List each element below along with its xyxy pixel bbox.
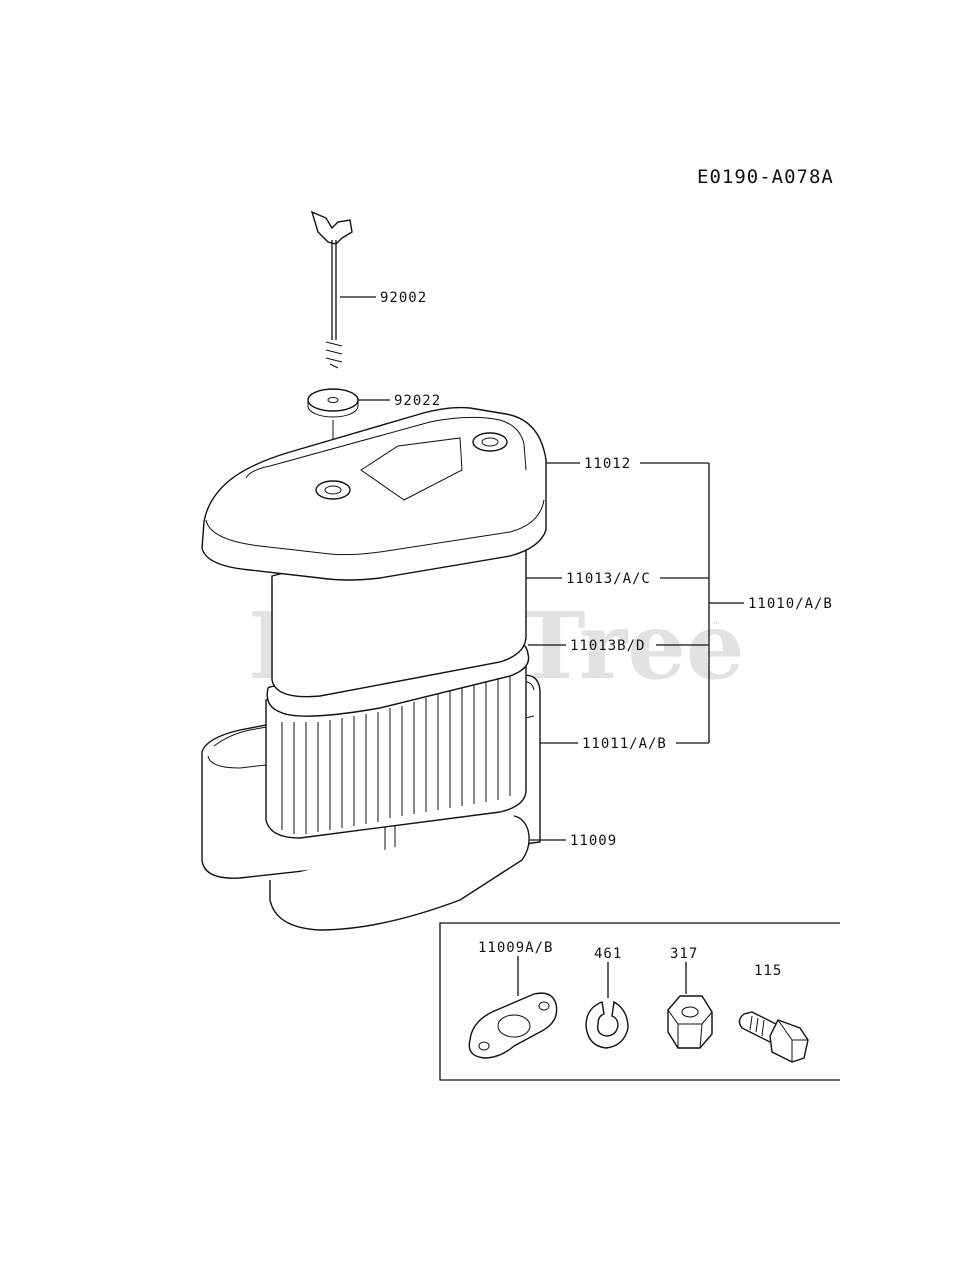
flange-gasket-part — [468, 992, 558, 1059]
lock-washer-part — [585, 1000, 629, 1049]
callout-11011-a-b: 11011/A/B — [582, 736, 667, 752]
callout-92022: 92022 — [394, 393, 441, 409]
callout-11012: 11012 — [584, 456, 631, 472]
watermark-trademark: ™ — [712, 621, 721, 631]
hex-nut-part — [667, 995, 713, 1049]
inset-callout-461: 461 — [594, 946, 622, 962]
inset-callout-115: 115 — [754, 963, 782, 979]
washer-part — [307, 388, 359, 418]
callout-11013-a-c: 11013/A/C — [566, 571, 651, 587]
callout-11010-a-b: 11010/A/B — [748, 596, 833, 612]
callout-92002: 92002 — [380, 290, 427, 306]
hardware-inset: 11009A/B 461 317 115 — [439, 922, 840, 1081]
inset-callout-11009a-b: 11009A/B — [478, 940, 553, 956]
diagram-code: E0190-A078A — [697, 166, 834, 188]
callout-11013b-d: 11013B/D — [570, 638, 645, 654]
wing-bolt-part — [310, 210, 353, 369]
inset-callout-317: 317 — [670, 946, 698, 962]
hex-bolt-part — [738, 1011, 809, 1063]
callout-11009: 11009 — [570, 833, 617, 849]
base-gasket-part — [269, 815, 530, 931]
air-cleaner-cover-part — [201, 406, 547, 581]
callout-leaders — [526, 462, 744, 841]
